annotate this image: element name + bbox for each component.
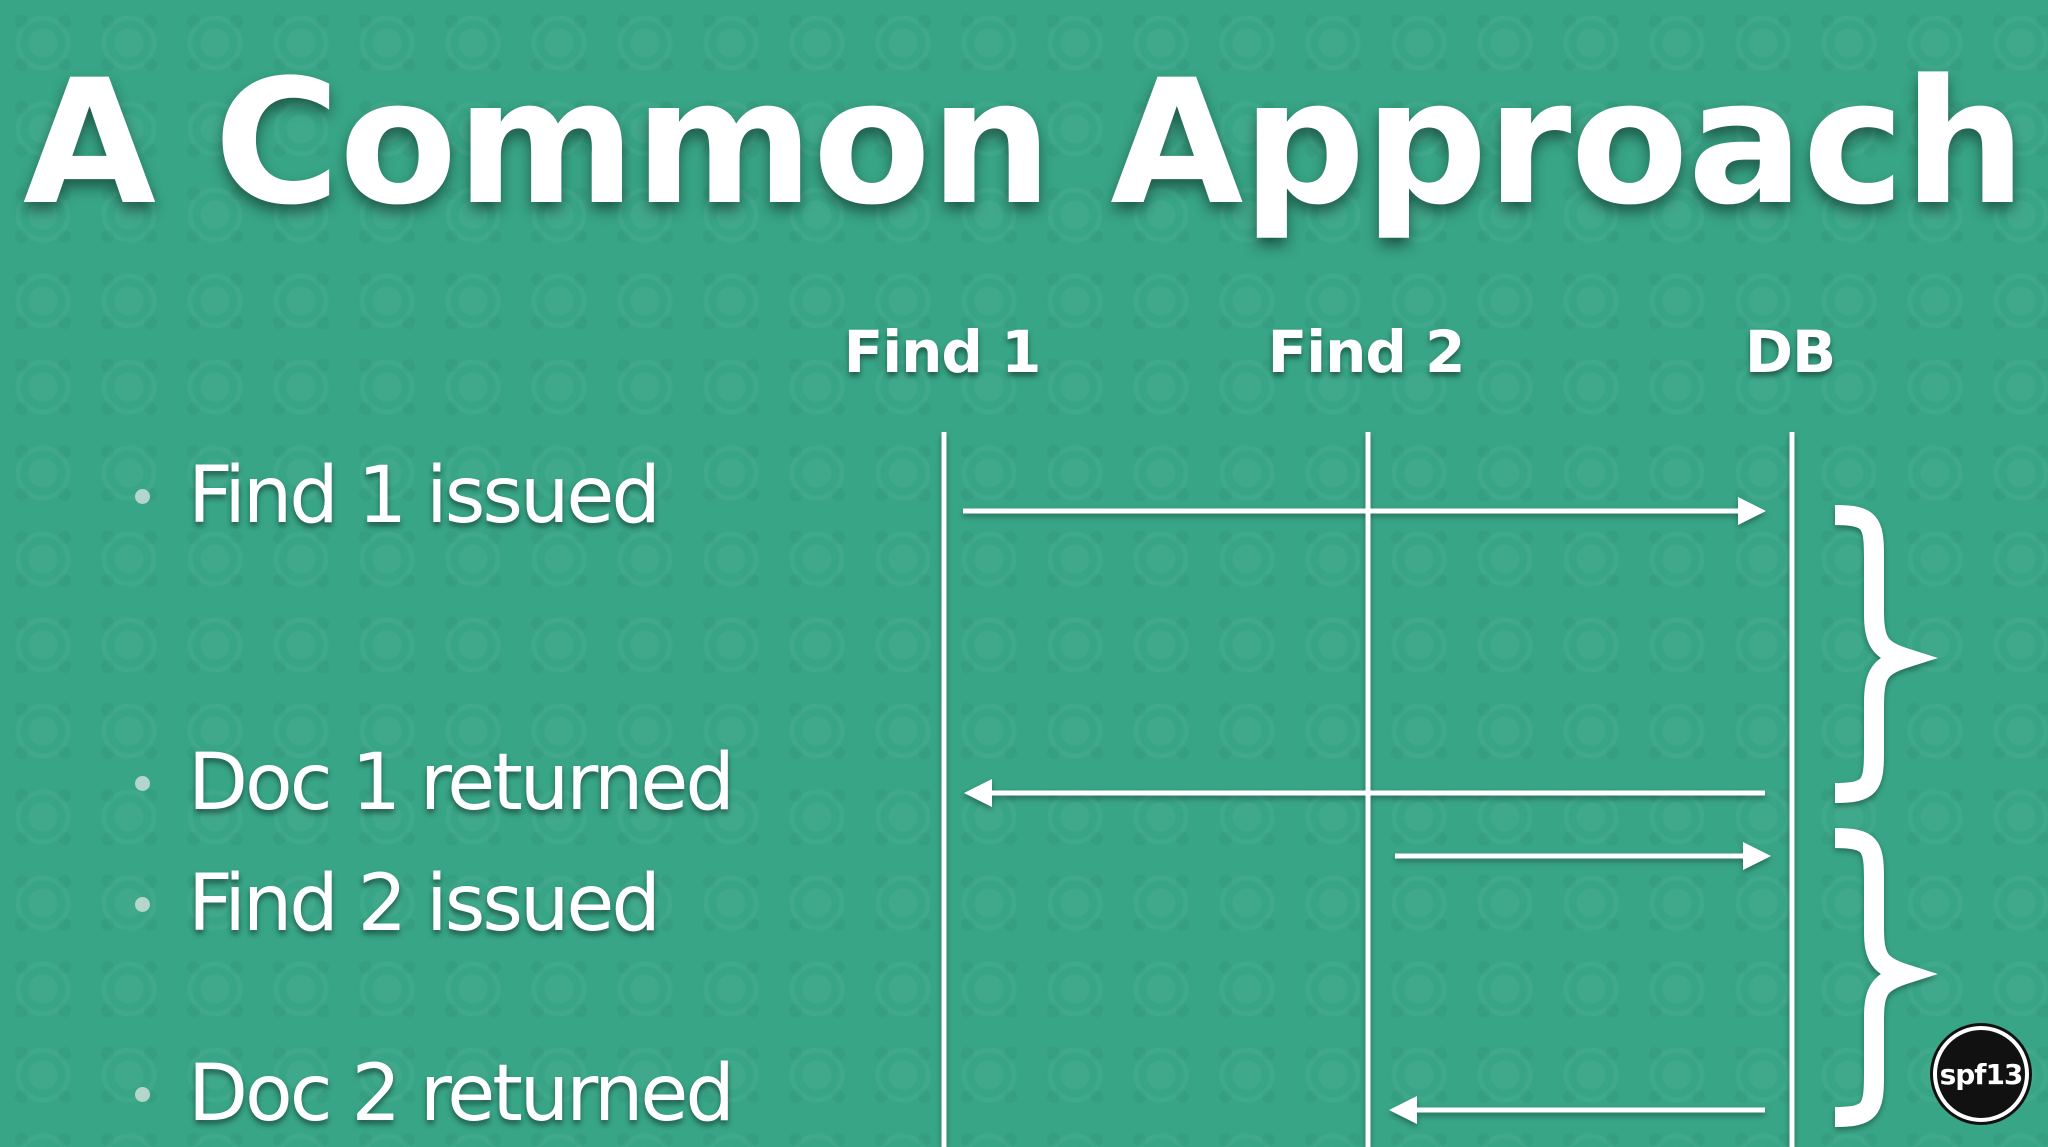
- actor-label-db: DB: [1744, 318, 1836, 386]
- bullet-dot-icon: [135, 775, 150, 791]
- bullet-dot-icon: [135, 488, 150, 504]
- brace-icon: [1834, 828, 1938, 1127]
- bullet-text: Doc 1 returned: [188, 738, 735, 828]
- bullet-item: Doc 1 returned: [135, 733, 735, 833]
- bullet-dot-icon: [135, 1086, 150, 1102]
- message-arrow-find2-to-db: [1395, 842, 1771, 870]
- bullet-item: Find 1 issued: [135, 446, 661, 546]
- bullet-text: Doc 2 returned: [188, 1049, 735, 1139]
- bullet-item: Doc 2 returned: [135, 1044, 735, 1144]
- logo-text: spf13: [1939, 1057, 2024, 1091]
- actor-label-find-2: Find 2: [1267, 318, 1466, 386]
- bullet-list: Find 1 issued Doc 1 returned Find 2 issu…: [135, 0, 855, 1147]
- message-arrow-db-to-find1: [964, 779, 1765, 807]
- brace-icon: [1834, 505, 1938, 803]
- actor-label-find-1: Find 1: [843, 318, 1042, 386]
- message-arrow-db-to-find2: [1389, 1096, 1765, 1124]
- bullet-item: Find 2 issued: [135, 854, 661, 954]
- bullet-text: Find 2 issued: [188, 859, 661, 949]
- bullet-dot-icon: [135, 896, 150, 912]
- slide-title: A Common Approach: [22, 42, 2026, 243]
- spf13-logo: spf13: [1933, 1026, 2029, 1122]
- message-arrow-find1-to-db: [963, 497, 1766, 525]
- bullet-text: Find 1 issued: [188, 451, 661, 541]
